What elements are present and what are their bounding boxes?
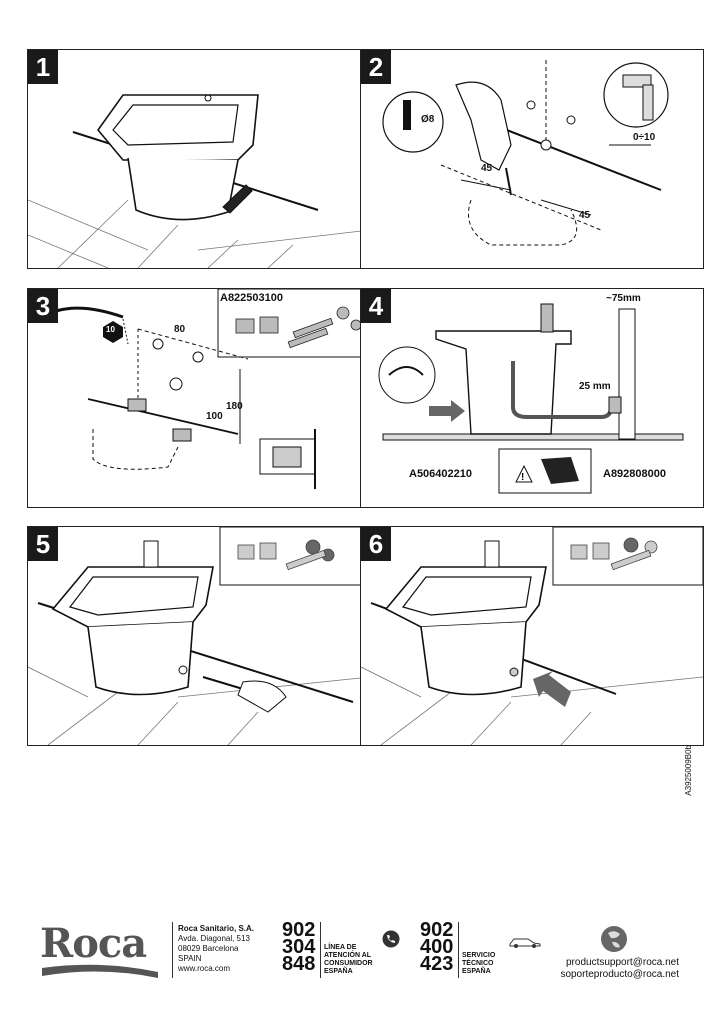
globe-icon (601, 926, 627, 952)
email-link[interactable]: soporteproducto@roca.net (560, 969, 679, 980)
svg-text:!: ! (521, 472, 524, 483)
right-dimension-label: 45 (579, 210, 591, 221)
company-info: Roca Sanitario, S.A. Avda. Diagonal, 513… (178, 924, 255, 973)
footer: Roca Roca Sanitario, S.A. Avda. Diagonal… (0, 900, 723, 1000)
step-number: 3 (28, 289, 58, 323)
step-4-illustration: ! (378, 303, 684, 494)
step-3-panel: 3 A822503100 10 80 100 180 (27, 288, 371, 508)
step-2-panel: 2 Ø8 0÷10 45 45 (360, 49, 704, 269)
step-1-illustration (28, 94, 370, 268)
code-right-label: A892808000 (603, 468, 667, 480)
hex-badge-label: 10 (106, 325, 115, 334)
step-5-illustration (28, 527, 370, 745)
top-dimension-label: ~75mm (606, 293, 641, 304)
height-dimension-100-label: 100 (206, 411, 223, 422)
step-5-panel: 5 (27, 526, 371, 746)
phone-icon (382, 930, 400, 948)
drill-diameter-label: Ø8 (421, 114, 435, 125)
divider (172, 922, 173, 978)
code-left-label: A506402210 (409, 468, 473, 480)
step-4-panel: ! 4 ~75mm 25 mm A506402210 A892808000 (360, 288, 704, 508)
gap-dimension-label: 0÷10 (633, 132, 656, 143)
step-2-illustration (382, 60, 669, 246)
left-dimension-label: 45 (481, 163, 493, 174)
height-dimension-180-label: 180 (226, 401, 243, 412)
step-1-panel: 1 (27, 49, 371, 269)
step-number: 5 (28, 527, 58, 561)
arrow-icon (533, 671, 571, 707)
consumer-phone: 902 304 848 (282, 919, 316, 975)
step-6-panel: 6 (360, 526, 704, 746)
document-reference: A3925009B0b (684, 745, 693, 796)
email-link[interactable]: productsupport@roca.net (566, 957, 679, 968)
step-number: 6 (361, 527, 391, 561)
step-6-illustration (361, 527, 703, 745)
service-line-label: SERVICIO TÉCNICO ESPAÑA (462, 952, 496, 975)
step-3-illustration (55, 289, 370, 489)
step-number: 2 (361, 50, 391, 84)
service-phone: 902 400 423 (420, 919, 454, 975)
step-number: 4 (361, 289, 391, 323)
kit-code-label: A822503100 (220, 292, 284, 304)
width-dimension-label: 80 (174, 324, 186, 335)
support-emails: productsupport@roca.net soporteproducto@… (560, 957, 679, 981)
divider (320, 922, 321, 978)
consumer-line-label: LÍNEA DE ATENCIÓN AL CONSUMIDOR ESPAÑA (324, 944, 373, 975)
step-number: 1 (28, 50, 58, 84)
side-dimension-label: 25 mm (579, 381, 611, 392)
divider (458, 922, 459, 978)
roca-logo: Roca (40, 920, 160, 980)
car-icon (509, 938, 541, 948)
